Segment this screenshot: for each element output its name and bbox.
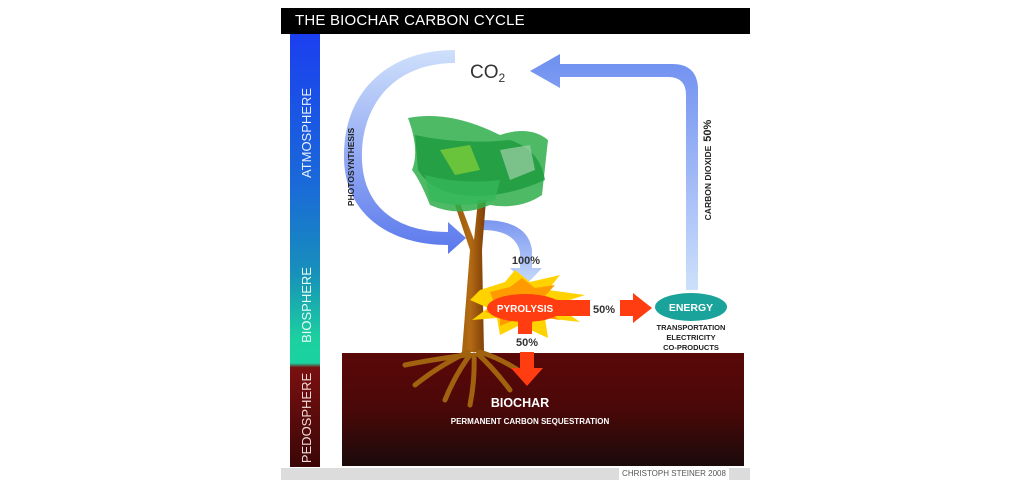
diagram-title: THE BIOCHAR CARBON CYCLE [295, 12, 525, 29]
energy-use-electricity: ELECTRICITY [666, 333, 715, 342]
title-bar: THE BIOCHAR CARBON CYCLE [281, 8, 750, 34]
to-pyrolysis-pct: 100% [512, 255, 540, 267]
energy-use-co-products: CO-PRODUCTS [663, 343, 719, 352]
sphere-label-atmosphere: ATMOSPHERE [299, 88, 314, 178]
energy-label: ENERGY [669, 302, 713, 314]
to-energy-arrow [620, 293, 652, 323]
co2-label: CO2 [470, 62, 506, 85]
tree-to-pyrolysis-arrow [482, 220, 542, 285]
to-biochar-pct: 50% [516, 337, 538, 349]
photosynthesis-label: PHOTOSYNTHESIS [346, 128, 356, 207]
tree-trunk [455, 200, 486, 352]
tree-canopy [408, 116, 548, 212]
pyrolysis-label: PYROLYSIS [497, 304, 554, 315]
to-biochar-arrow [511, 352, 543, 386]
pyrolysis-biochar-bar [518, 320, 532, 334]
energy-node [655, 293, 727, 321]
biochar-sublabel: PERMANENT CARBON SEQUESTRATION [451, 417, 610, 426]
carbon-dioxide-label: CARBON DIOXIDE50% [702, 119, 714, 220]
pyrolysis-node [487, 294, 563, 322]
sphere-bar [290, 34, 320, 467]
soil-block [342, 353, 744, 466]
sphere-label-pedosphere: PEDOSPHERE [299, 373, 314, 464]
biochar-label: BIOCHAR [491, 396, 549, 410]
energy-use-transportation: TRANSPORTATION [657, 323, 726, 332]
sphere-label-biosphere: BIOSPHERE [299, 267, 314, 343]
carbon-dioxide-arrow [530, 54, 698, 290]
to-energy-pct: 50% [593, 304, 615, 316]
credit-text: CHRISTOPH STEINER 2008 [619, 467, 729, 481]
photosynthesis-arrow [343, 50, 466, 254]
